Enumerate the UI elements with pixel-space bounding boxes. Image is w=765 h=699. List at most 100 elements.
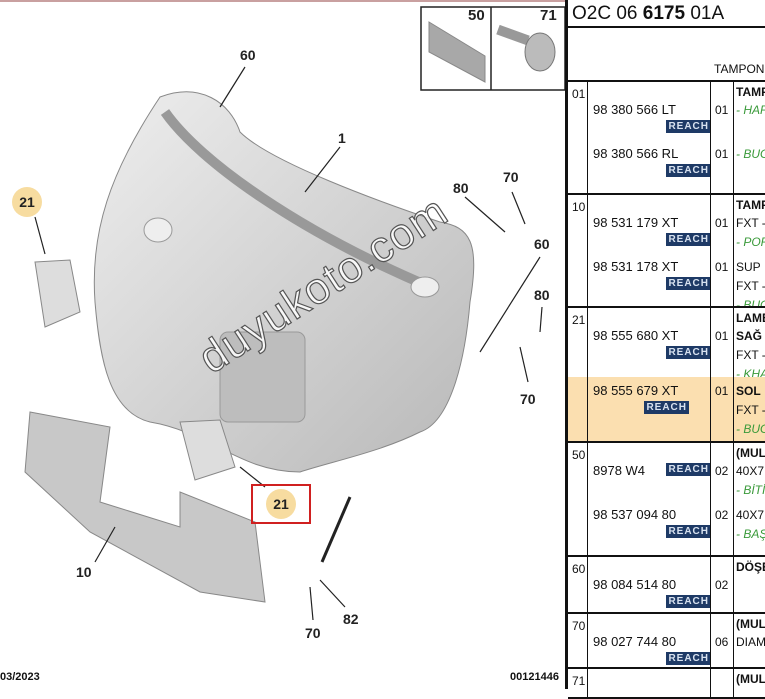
quantity: 02 [715, 508, 729, 522]
part-item[interactable]: 98 027 744 80 REACH 06 (MUL DIAM [590, 614, 765, 665]
title-bold: 6175 [642, 3, 686, 24]
callout-80[interactable]: 80 [534, 287, 550, 303]
callout-80[interactable]: 80 [453, 180, 469, 196]
reach-badge: REACH [666, 277, 711, 290]
part-item[interactable]: (MUL [590, 669, 765, 695]
quantity: 02 [715, 464, 729, 478]
callout-70[interactable]: 70 [305, 625, 321, 641]
table-title: O2C 06 6175 01A [568, 0, 765, 28]
highlight-box [251, 484, 311, 524]
callout-21-selected[interactable]: 21 [266, 489, 296, 519]
callout-71[interactable]: 71 [540, 7, 557, 24]
description-line: (MUL [736, 446, 765, 460]
callout-60[interactable]: 60 [534, 236, 550, 252]
quantity: 01 [715, 147, 729, 161]
callout-1[interactable]: 1 [338, 130, 346, 146]
description-line: - POR [736, 235, 765, 249]
part-number[interactable]: 98 084 514 80 [593, 577, 677, 592]
quantity: 01 [715, 384, 729, 398]
description-line: (MUL [736, 672, 765, 686]
description-line: SOL [736, 384, 761, 398]
table-subheader: TAMPON [568, 28, 765, 82]
reach-badge: REACH [666, 233, 711, 246]
lamp-bezel-left [179, 419, 236, 481]
description-line: LAMB [736, 311, 765, 325]
reach-badge: REACH [666, 164, 711, 177]
quantity: 06 [715, 635, 729, 649]
table-row[interactable]: 70 98 027 744 80 REACH 06 (MUL DIAM [568, 614, 765, 669]
quantity: 01 [715, 216, 729, 230]
quantity: 01 [715, 103, 729, 117]
parts-diagram: 60 1 80 70 60 80 70 10 70 82 21 21 50 71… [0, 0, 565, 683]
description-line: 40X7 [736, 464, 765, 478]
description-line: FXT - [736, 348, 765, 362]
screw-part [496, 24, 556, 72]
description-line: SAĞ [736, 329, 763, 343]
part-item[interactable]: 98 531 179 XT REACH 01 TAMP FXT - - POR [590, 195, 765, 253]
part-item[interactable]: 98 531 178 XT REACH 01 SUP FXT - - BUG [590, 253, 765, 306]
part-number[interactable]: 98 531 178 XT [593, 259, 679, 274]
subheader-text: TAMPON [714, 62, 765, 76]
description-line: SUP [736, 260, 761, 274]
callout-60[interactable]: 60 [240, 47, 256, 63]
description-line: FXT - [736, 403, 765, 417]
callout-50[interactable]: 50 [468, 7, 485, 24]
callout-70[interactable]: 70 [503, 169, 519, 185]
title-suffix: 01A [685, 3, 725, 24]
ref-number: 21 [572, 313, 586, 327]
reach-badge: REACH [666, 652, 711, 665]
description-line: TAMP [736, 198, 765, 212]
diagram-date: 03/2023 [0, 671, 40, 683]
part-number[interactable]: 98 555 680 XT [593, 328, 679, 343]
title-prefix: O2C 06 [572, 3, 643, 24]
description-line: - BİTİ [736, 483, 765, 497]
callout-70[interactable]: 70 [520, 391, 536, 407]
quantity: 01 [715, 329, 729, 343]
description-line: FXT - [736, 279, 765, 293]
part-item[interactable]: 98 555 680 XTREACH01LAMBSAĞFXT -- KHA [590, 308, 765, 381]
ref-number: 50 [572, 448, 586, 462]
reach-badge: REACH [666, 595, 711, 608]
description-line: - BUG [736, 298, 765, 308]
quantity: 01 [715, 260, 729, 274]
part-number[interactable]: 98 537 094 80 [593, 507, 677, 522]
ref-number: 01 [572, 87, 586, 101]
reach-badge: REACH [666, 346, 711, 359]
table-row[interactable]: 71 (MUL [568, 669, 765, 699]
part-number[interactable]: 8978 W4 [593, 463, 646, 478]
ref-number: 70 [572, 619, 586, 633]
callout-10[interactable]: 10 [76, 564, 92, 580]
diagram-drawing [24, 6, 565, 621]
part-item[interactable]: 98 084 514 80REACH02DÖŞE [590, 557, 765, 610]
callout-21[interactable]: 21 [12, 187, 42, 217]
ref-number: 60 [572, 562, 586, 576]
lamp-bezel-right [34, 259, 81, 328]
reach-badge: REACH [666, 120, 711, 133]
description-line: DÖŞE [736, 560, 765, 574]
part-number[interactable]: 98 027 744 80 [593, 634, 677, 649]
diagram-code: 00121446 [510, 671, 559, 683]
part-number[interactable]: 98 380 566 LT [593, 102, 676, 117]
description-line: FXT - [736, 216, 765, 230]
ref-number: 71 [572, 674, 586, 688]
part-number[interactable]: 98 555 679 XT [593, 383, 679, 398]
part-number[interactable]: 98 531 179 XT [593, 215, 679, 230]
description-line: TAMP [736, 85, 765, 99]
description-line: (MUL [736, 617, 765, 631]
callout-82[interactable]: 82 [343, 611, 359, 627]
part-number[interactable]: 98 380 566 RL [593, 146, 679, 161]
part-item[interactable]: 98 380 566 LT REACH 01 TAMP - HAF [590, 82, 765, 140]
reach-badge: REACH [644, 401, 689, 414]
description-line: - HAF [736, 103, 765, 117]
description-line: - BAŞ [736, 527, 765, 541]
description-line: DIAM [736, 635, 765, 649]
